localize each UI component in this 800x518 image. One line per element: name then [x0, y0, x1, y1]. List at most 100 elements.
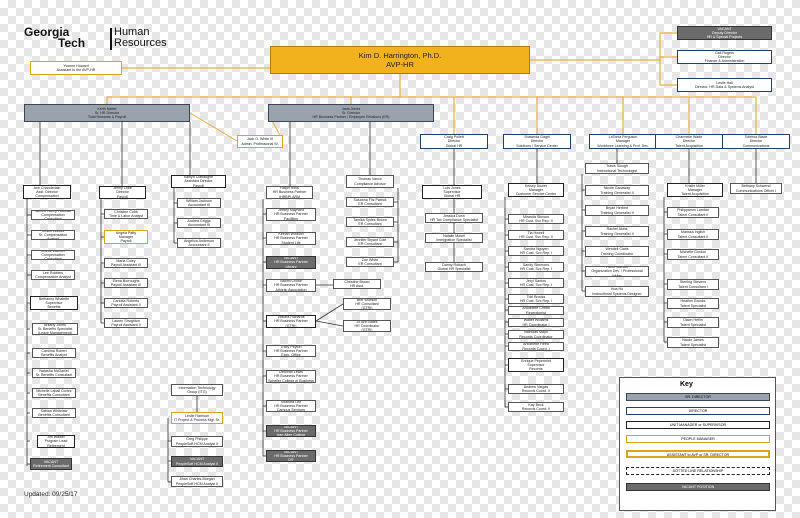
- org-box-line: Talent Acquisition: [675, 143, 703, 148]
- org-box-line: Admin. Professional Sr.: [241, 141, 279, 146]
- org-box-line: HR Business Partner: [274, 403, 308, 408]
- org-box-line: Nicholas Mayo: [524, 330, 548, 335]
- org-box-line: Immigration Specialist: [436, 238, 472, 242]
- org-box-line: HR Business Partner / Employee Relations…: [312, 115, 390, 120]
- org-box-line: Payroll: [193, 183, 204, 188]
- logo-text-human: Human: [114, 26, 150, 38]
- org-box-line: VACANT: [717, 26, 732, 31]
- org-box-line: HR Coordinator I: [522, 322, 550, 327]
- connector-avp-vacant: [530, 32, 677, 61]
- org-box-line: Global HR: [445, 143, 463, 148]
- org-box-line: Records: [529, 367, 543, 372]
- org-box-line: Director: [530, 139, 544, 144]
- org-box-line: Training Generalist II: [600, 231, 634, 236]
- org-box-line: Wendell Claris: [605, 247, 629, 252]
- org-box-line: Sr. HR Director: [94, 110, 120, 115]
- updated-date: Updated: 09/25/17: [24, 491, 78, 498]
- org-box-line: Jada Jones: [341, 106, 361, 111]
- org-box-line: Ralph Ross: [280, 186, 299, 191]
- org-box-line: Dawn Heflin: [683, 318, 703, 323]
- org-box-line: Payroll Assistant III: [110, 263, 142, 267]
- org-box-line: Accountant III: [188, 203, 210, 207]
- org-box-line: Training Generalist II: [600, 210, 634, 215]
- org-box-line: Natalie Mosel: [443, 233, 465, 238]
- org-box-line: Benefits Analyst: [41, 353, 67, 357]
- org-box-line: Michelle Labali Cortez: [36, 388, 72, 393]
- org-box-line: Bethany Schwend: [741, 184, 771, 189]
- org-box-line: Payroll Assistant II: [111, 303, 141, 307]
- org-box-line: VACANT: [189, 457, 205, 462]
- org-box-line: Christine Brown: [344, 279, 370, 284]
- org-box-line: Lee Robbins: [42, 270, 64, 275]
- org-box-line: Carolina Robert: [41, 348, 67, 353]
- org-box-line: HR Business Partner: [274, 374, 308, 379]
- legend-key: Key SR. DIRECTOR DIRECTOR UNIT MANAGER o…: [619, 377, 776, 511]
- org-box-line: HR Business Partner: [274, 260, 308, 265]
- org-box-line: Talent Specialist: [680, 342, 706, 347]
- org-box-line: Talent Consultant I: [678, 284, 708, 289]
- key-director: DIRECTOR: [626, 407, 770, 415]
- org-box-line: Miranda Stinson: [523, 214, 549, 219]
- org-box-avp: Kim D. Harrington, Ph.D.AVP-HR: [270, 46, 530, 74]
- org-box-line: Marissa Inglish: [681, 230, 705, 235]
- org-box-line: Manager: [615, 139, 631, 144]
- org-box-line: Sr. Compensation Analyst: [38, 232, 68, 240]
- org-box-line: Instructional Systems Designer: [592, 291, 642, 296]
- org-box-line: HR Cust. Svc Rep. I: [519, 267, 553, 271]
- org-box-line: Communications: [742, 143, 770, 148]
- org-box-line: ER Consultant: [358, 222, 382, 226]
- org-box-line: Antoinette Reed: [523, 342, 549, 347]
- org-box-line: Nicole James: [682, 338, 704, 343]
- org-box-line: PeopleSoft HCM Analyst II: [175, 481, 219, 486]
- org-box-line: Jeffrey Maynard: [278, 208, 304, 213]
- org-box-line: Library: [285, 264, 297, 269]
- org-box-line: Susanna Fitz Patrick: [353, 197, 387, 202]
- org-box-line: Rachel Akins: [606, 227, 628, 232]
- org-box-line: Scheller College of Business: [268, 378, 314, 383]
- org-box-line: Jihan Charles-Morgan: [179, 477, 215, 482]
- org-box-line: HR Consultant: [355, 301, 379, 306]
- org-box-line: HR Business Partner: [274, 236, 308, 241]
- org-box-line: Talent Consultant II: [677, 234, 709, 239]
- org-box-line: HR Business Partner: [274, 283, 308, 288]
- org-box-line: Payroll: [120, 239, 132, 244]
- org-box-line: Michelle Gordon: [679, 250, 707, 255]
- org-box-line: Talent Consultant II: [677, 254, 709, 259]
- org-box-line: Global HR: [443, 194, 461, 199]
- org-box-line: AVP-HR: [386, 60, 414, 69]
- org-box-line: Bryan Herbert: [605, 206, 629, 211]
- org-box-line: Director, HR Data & Systems Analyst: [695, 85, 754, 89]
- org-box-line: HR Cust. Svc Rep. II: [519, 219, 553, 223]
- org-box-line: Benefits Consultant: [38, 413, 70, 417]
- org-box-line: Workforce Learning & Prof. Dev.: [597, 143, 649, 148]
- org-box-line: Training Generalist II: [600, 190, 634, 195]
- key-title: Key: [680, 381, 693, 388]
- org-box-line: LaTonia Ferguson: [608, 135, 638, 140]
- org-box-line: Deborah Lewis: [279, 370, 303, 375]
- org-box-line: Sr. Benefits Specialist: [37, 326, 73, 331]
- org-box-line: HR Cust. Svc Rep. I: [519, 283, 553, 287]
- org-box-line: Director: [749, 139, 763, 144]
